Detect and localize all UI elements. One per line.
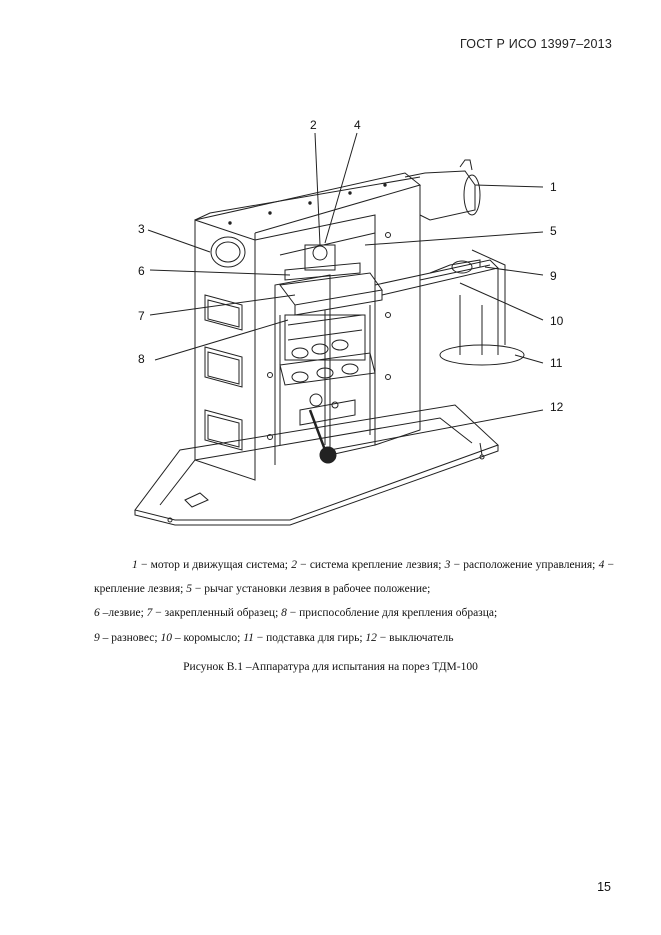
legend-line-1: 1 − мотор и движущая система; 2 − систем…	[94, 559, 614, 596]
apparatus-drawing: 2 4 1 3 5 6 9 7 10 8 11 12	[134, 118, 564, 526]
figure-legend: 1 − мотор и движущая система; 2 − систем…	[94, 553, 614, 650]
callout-10: 10	[550, 314, 564, 328]
callout-4: 4	[354, 118, 361, 132]
callout-1: 1	[550, 180, 557, 194]
callout-2: 2	[310, 118, 317, 132]
document-standard-number: ГОСТ Р ИСО 13997–2013	[460, 37, 612, 51]
legend-line-3: 9 – разновес; 10 – коромысло; 11 − подст…	[94, 631, 454, 644]
legend-line-2: 6 –лезвие; 7 − закрепленный образец; 8 −…	[94, 607, 498, 620]
callout-3: 3	[138, 222, 145, 236]
figure-title: Рисунок В.1 –Аппаратура для испытания на…	[183, 661, 478, 673]
apparatus-figure: 2 4 1 3 5 6 9 7 10 8 11 12	[120, 115, 580, 535]
callout-9: 9	[550, 269, 557, 283]
callout-11: 11	[550, 356, 563, 370]
page-number: 15	[597, 880, 611, 894]
callout-8: 8	[138, 352, 145, 366]
callout-12: 12	[550, 400, 564, 414]
callout-7: 7	[138, 309, 145, 323]
callout-5: 5	[550, 224, 557, 238]
callout-6: 6	[138, 264, 145, 278]
